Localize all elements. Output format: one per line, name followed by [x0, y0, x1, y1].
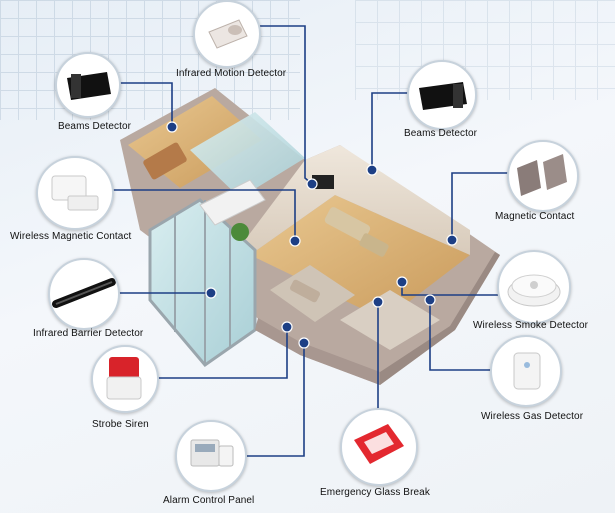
bed [143, 142, 187, 180]
strobe-siren-label: Strobe Siren [92, 419, 149, 430]
infrared-barrier-detector-image [48, 258, 120, 330]
dot-alarm-panel [298, 337, 310, 349]
connector-infrared-motion [257, 25, 313, 185]
tv [312, 175, 334, 189]
connector-smoke [401, 282, 500, 296]
coffee-table [359, 233, 389, 257]
atrium-glass [150, 200, 255, 365]
beams-detector-left-image [55, 52, 121, 118]
wireless-gas-detector-image [490, 335, 562, 407]
beams-detector-left-label: Beams Detector [58, 121, 132, 132]
sofa [324, 207, 371, 242]
infrared-barrier-detector-label: Infrared Barrier Detector [33, 328, 144, 339]
connector-beams-left [114, 82, 173, 127]
kitchen-counter [289, 279, 321, 303]
emergency-glass-break-label: Emergency Glass Break [320, 487, 430, 498]
dot-infrared-motion [306, 178, 318, 190]
dot-beams-left [166, 121, 178, 133]
connector-gas [429, 300, 492, 371]
plant [231, 223, 249, 241]
magnetic-contact-label: Magnetic Contact [495, 211, 575, 222]
connector-alarm-panel [242, 343, 305, 457]
dot-magnetic [446, 234, 458, 246]
right-wall [380, 252, 500, 385]
wireless-smoke-detector-label: Wireless Smoke Detector [473, 320, 589, 331]
dot-smoke [396, 276, 408, 288]
magnetic-contact-image [507, 140, 579, 212]
background-grid-right [355, 0, 615, 100]
wireless-gas-detector-label: Wireless Gas Detector [481, 411, 584, 422]
stairs [199, 179, 266, 226]
infrared-motion-detector-label: Infrared Motion Detector [176, 68, 287, 79]
dot-glass-break [372, 296, 384, 308]
connector-magnetic [451, 172, 510, 240]
strobe-siren-image [91, 345, 159, 413]
dot-infrared-barrier [205, 287, 217, 299]
infrared-motion-detector-image [193, 0, 261, 68]
alarm-control-panel-image [175, 420, 247, 492]
living-floor [250, 195, 470, 320]
dot-wireless-magnetic [289, 235, 301, 247]
connector-strobe [157, 327, 288, 379]
beams-detector-right-label: Beams Detector [404, 128, 478, 139]
dot-gas [424, 294, 436, 306]
living-back-wall [245, 145, 470, 255]
connector-wireless-magnetic [112, 189, 296, 240]
wireless-magnetic-contact-label: Wireless Magnetic Contact [10, 231, 132, 242]
connector-beams-right [371, 92, 415, 170]
beams-detector-right-image [407, 60, 477, 130]
wireless-magnetic-contact-image [36, 156, 114, 230]
bathroom-glass [190, 112, 305, 198]
dot-beams-right [366, 164, 378, 176]
wireless-smoke-detector-image [497, 250, 571, 324]
front-room-floor [340, 290, 440, 350]
emergency-glass-break-image [340, 408, 418, 486]
dot-strobe [281, 321, 293, 333]
alarm-control-panel-label: Alarm Control Panel [163, 495, 255, 506]
